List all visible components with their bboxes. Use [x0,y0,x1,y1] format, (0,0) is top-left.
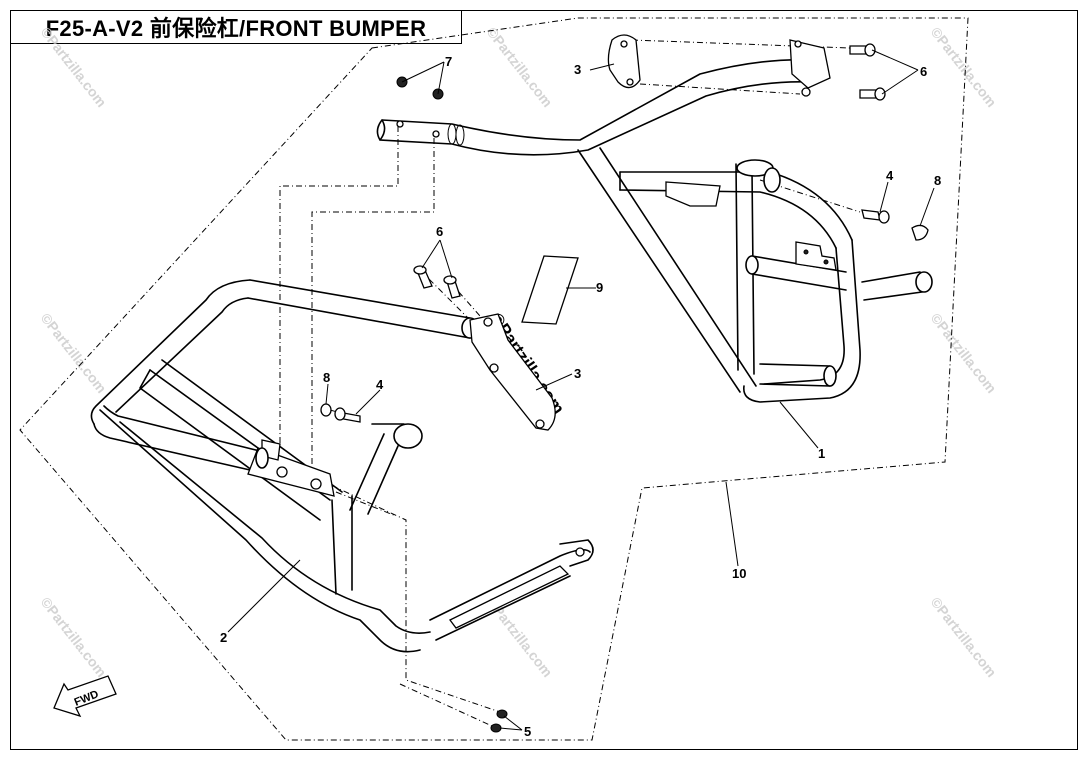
callout-6-center: 6 [436,224,443,239]
callout-3-center: 3 [574,366,581,381]
clamp-bracket-center [469,313,556,431]
callout-4-left: 4 [376,377,384,392]
leader-lines [227,49,935,731]
dashed-guide-lines [279,39,861,727]
callout-6-upper: 6 [920,64,927,79]
watermark-6: ©Partzilla.com [38,594,110,680]
pad-strip-9 [521,255,579,325]
bolt-hardware-6 [413,43,886,299]
nut-hardware-7 [396,76,444,100]
watermark-1: ©Partzilla.com [38,24,110,110]
end-cap-8 [320,224,929,417]
watermark-2: ©Partzilla.com [484,24,556,110]
bumper-lower-frame [90,279,594,653]
callout-4-right: 4 [886,168,894,183]
callout-1: 1 [818,446,825,461]
callout-10: 10 [732,566,746,581]
bolt-hardware [334,209,890,423]
callout-8-left: 8 [323,370,330,385]
callout-3-upper: 3 [574,62,581,77]
callout-5: 5 [524,724,531,739]
watermark-5: ©Partzilla.com [928,310,1000,396]
forward-direction-arrow: FWD [53,675,117,718]
assembly-boundary-outline [19,17,969,741]
callout-9: 9 [596,280,603,295]
title-box: F25-A-V2 前保险杠/FRONT BUMPER [10,10,462,44]
callout-2: 2 [220,630,227,645]
clamp-bracket-upper [607,34,831,97]
callout-8-right: 8 [934,173,941,188]
callout-labels: 7 3 6 4 8 6 9 3 8 4 1 10 2 5 [220,54,941,739]
watermark-8: ©Partzilla.com [928,594,1000,680]
page-title: F25-A-V2 前保险杠/FRONT BUMPER [45,16,427,41]
drawing-frame [10,10,1078,750]
bumper-upper-frame [376,58,933,403]
watermarks: ©Partzilla.com ©Partzilla.com ©Partzilla… [38,24,1000,680]
callout-7: 7 [445,54,452,69]
watermark-4: ©Partzilla.com [38,310,110,396]
